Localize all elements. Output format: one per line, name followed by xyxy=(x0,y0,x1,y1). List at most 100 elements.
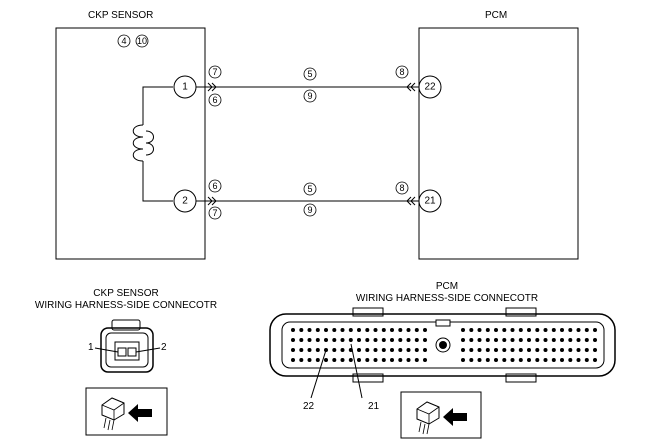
terminal-hole xyxy=(568,358,573,362)
svg-text:5: 5 xyxy=(307,69,312,79)
wire-bottom xyxy=(196,196,419,206)
terminal-hole xyxy=(307,358,312,362)
pcm-pin-22: 22 xyxy=(418,75,442,99)
terminal-hole xyxy=(414,348,419,352)
note-top-right: 8 xyxy=(395,65,409,79)
terminal-hole xyxy=(332,328,337,332)
terminal-hole xyxy=(560,348,564,352)
terminal-hole xyxy=(518,348,523,352)
terminal-hole xyxy=(357,328,361,332)
terminal-hole xyxy=(469,338,474,342)
terminal-hole xyxy=(461,338,465,342)
note-4: 4 xyxy=(117,34,131,48)
pickup-coil xyxy=(132,86,173,202)
pcm-pin-holes xyxy=(291,328,597,362)
terminal-hole xyxy=(461,348,465,352)
terminal-hole xyxy=(461,358,465,362)
terminal-hole xyxy=(576,328,581,332)
ckp-conn-pin-1: 1 xyxy=(88,342,94,353)
terminal-hole xyxy=(332,338,337,342)
terminal-hole xyxy=(423,358,427,362)
ckp-sensor-box xyxy=(55,27,206,260)
note-bot-mid-upper: 5 xyxy=(303,182,317,196)
terminal-hole xyxy=(518,358,523,362)
terminal-hole xyxy=(518,328,523,332)
pcm-pin-21: 21 xyxy=(418,189,442,213)
terminal-hole xyxy=(568,338,573,342)
terminal-hole xyxy=(299,328,304,332)
terminal-hole xyxy=(535,348,540,352)
terminal-hole xyxy=(477,358,482,362)
terminal-hole xyxy=(477,348,482,352)
terminal-hole xyxy=(324,358,328,362)
terminal-hole xyxy=(485,358,490,362)
svg-text:6: 6 xyxy=(212,95,217,105)
svg-text:8: 8 xyxy=(399,183,404,193)
terminal-hole xyxy=(477,328,482,332)
terminal-hole xyxy=(390,328,394,332)
note-bot-right: 8 xyxy=(395,181,409,195)
terminal-hole xyxy=(365,358,370,362)
terminal-hole xyxy=(299,338,304,342)
terminal-hole xyxy=(543,328,548,332)
terminal-hole xyxy=(576,338,581,342)
terminal-hole xyxy=(307,348,312,352)
terminal-hole xyxy=(381,358,386,362)
terminal-hole xyxy=(423,338,427,342)
terminal-hole xyxy=(406,348,411,352)
terminal-hole xyxy=(291,328,295,332)
terminal-hole xyxy=(527,328,531,332)
wire-top xyxy=(196,82,419,92)
terminal-hole xyxy=(518,338,523,342)
terminal-hole xyxy=(398,348,403,352)
terminal-hole xyxy=(551,348,556,352)
terminal-hole xyxy=(477,338,482,342)
terminal-hole xyxy=(568,348,573,352)
svg-text:7: 7 xyxy=(212,208,217,218)
terminal-hole xyxy=(398,338,403,342)
terminal-hole xyxy=(365,328,370,332)
terminal-hole xyxy=(543,348,548,352)
leader-21 xyxy=(350,343,363,399)
terminal-hole xyxy=(469,358,474,362)
terminal-hole xyxy=(494,348,498,352)
terminal-hole xyxy=(340,358,345,362)
terminal-hole xyxy=(527,358,531,362)
terminal-hole xyxy=(469,348,474,352)
terminal-hole xyxy=(373,358,378,362)
terminal-hole xyxy=(340,338,345,342)
svg-text:22: 22 xyxy=(424,82,436,93)
terminal-hole xyxy=(510,328,515,332)
terminal-hole xyxy=(543,338,548,342)
terminal-hole xyxy=(348,328,353,332)
terminal-hole xyxy=(568,328,573,332)
ckp-connector-subtitle: WIRING HARNESS-SIDE CONNECOTR xyxy=(35,300,217,311)
terminal-hole xyxy=(381,328,386,332)
terminal-hole xyxy=(535,358,540,362)
terminal-hole xyxy=(307,328,312,332)
note-top-left-upper: 7 xyxy=(208,65,222,79)
terminal-hole xyxy=(584,348,589,352)
terminal-hole xyxy=(560,328,564,332)
terminal-hole xyxy=(502,358,507,362)
ckp-connector-title: CKP SENSOR xyxy=(93,288,158,299)
note-bot-left-upper: 6 xyxy=(208,179,222,193)
terminal-hole xyxy=(584,338,589,342)
svg-text:10: 10 xyxy=(137,36,147,46)
terminal-hole xyxy=(291,338,295,342)
terminal-hole xyxy=(414,358,419,362)
terminal-hole xyxy=(593,358,597,362)
terminal-hole xyxy=(348,358,353,362)
note-bot-left-lower: 7 xyxy=(208,206,222,220)
terminal-hole xyxy=(551,358,556,362)
note-bot-mid-lower: 9 xyxy=(303,203,317,217)
terminal-hole xyxy=(332,348,337,352)
terminal-hole xyxy=(365,348,370,352)
pcm-connector-face xyxy=(269,307,616,383)
terminal-hole xyxy=(510,338,515,342)
terminal-hole xyxy=(469,328,474,332)
terminal-hole xyxy=(576,358,581,362)
svg-text:5: 5 xyxy=(307,184,312,194)
terminal-hole xyxy=(543,358,548,362)
svg-text:21: 21 xyxy=(424,196,436,207)
